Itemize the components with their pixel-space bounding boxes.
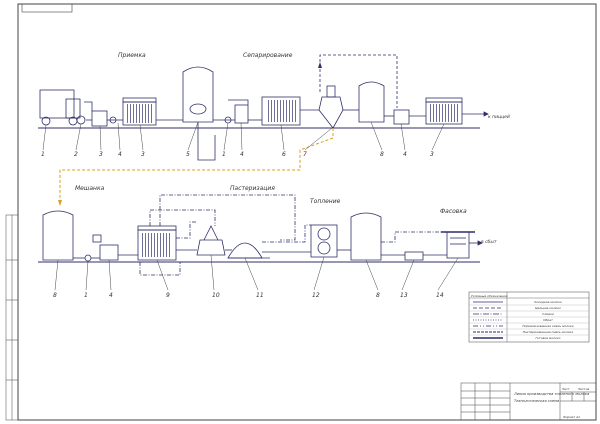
top-item-number-11: 4 [403, 151, 407, 158]
cream-tank [358, 81, 385, 123]
cream-flow-line [58, 128, 334, 206]
legend-row-label: Готовое молоко [536, 336, 561, 340]
legend-row-label: Пастеризованная смесь молока [523, 330, 574, 334]
top-item-number-10: 8 [380, 151, 384, 158]
top-item-number-9: 7 [303, 151, 307, 158]
label-separation: Сепарирование [243, 52, 293, 59]
bottom-item-number-2: 4 [109, 292, 113, 299]
note-to-cream: к пиццей [488, 114, 510, 120]
legend-table: Условные обозначения Холодное молокоЦель… [468, 291, 590, 343]
bottom-item-number-5: 11 [256, 292, 264, 299]
legend-row-label: Холодное молоко [533, 300, 562, 304]
tanker-truck [39, 89, 75, 119]
title-main: Линия производства топленого молока [513, 392, 589, 396]
top-item-number-4: 3 [141, 151, 145, 158]
legend-header-left: Условные обозначения [471, 294, 508, 298]
top-item-number-6: 1 [222, 151, 226, 158]
bottom-item-number-3: 9 [166, 292, 170, 299]
sheet-top-label-box [21, 3, 73, 13]
label-packaging: Фасовка [440, 208, 467, 215]
bottom-process-line [38, 210, 483, 263]
top-item-number-2: 3 [99, 151, 103, 158]
pasteurization-loop [139, 194, 441, 276]
pump [76, 115, 86, 125]
left-margin-strip [5, 214, 19, 421]
top-item-number-0: 1 [41, 151, 45, 158]
separator [318, 96, 344, 129]
bottom-item-number-4: 10 [212, 292, 220, 299]
dosing-tank [99, 244, 119, 261]
bottom-leaders [54, 254, 459, 291]
skim-line [197, 122, 216, 161]
ripening-tank [227, 242, 263, 259]
title-sub: Технологическая схема [514, 399, 559, 403]
bottom-item-number-9: 14 [436, 292, 444, 299]
packing-machine [446, 231, 470, 259]
title-sheets: Листов [577, 387, 589, 391]
top-item-number-8: 6 [282, 151, 286, 158]
title-block [460, 382, 597, 421]
legend-row-label: Нормализованная смесь молока [522, 324, 573, 328]
filter-tank [91, 110, 108, 127]
bottom-item-number-8: 13 [400, 292, 408, 299]
top-process-line [38, 66, 489, 129]
top-item-number-12: 3 [430, 151, 434, 158]
label-pasteurization: Пастеризация [230, 185, 275, 192]
top-item-number-3: 4 [118, 151, 122, 158]
legend-row-label: Сливки [542, 312, 554, 316]
title-sheet: Лист [561, 387, 570, 391]
label-mixing: Мешанка [75, 185, 105, 192]
legend-row-label: Обрат [543, 318, 553, 322]
bottom-item-number-1: 1 [84, 292, 88, 299]
title-format: Формат А1 [563, 415, 580, 419]
top-line-numbers: 1 2 3 4 3 5 1 4 6 7 8 4 3 [41, 151, 434, 158]
sheet-frame [17, 3, 597, 421]
bottom-item-number-7: 8 [376, 292, 380, 299]
storage-tank-2 [350, 212, 382, 261]
top-item-number-1: 2 [74, 151, 78, 158]
mixing-tank [42, 210, 74, 261]
storage-tank [182, 66, 214, 123]
bottom-item-number-0: 8 [53, 292, 57, 299]
note-to-sale: в сбыт [481, 239, 497, 245]
top-item-number-7: 4 [240, 151, 244, 158]
top-leaders [42, 121, 445, 151]
homogenizer [196, 239, 226, 256]
cooling-unit [310, 224, 338, 258]
top-item-number-5: 5 [186, 151, 190, 158]
label-priemka: Приемка [118, 52, 146, 59]
legend-row-label: Цельное молоко [535, 306, 561, 310]
label-cooling: Топление [310, 198, 341, 205]
top-dashed-loop [318, 54, 398, 108]
bottom-item-number-6: 12 [312, 292, 320, 299]
